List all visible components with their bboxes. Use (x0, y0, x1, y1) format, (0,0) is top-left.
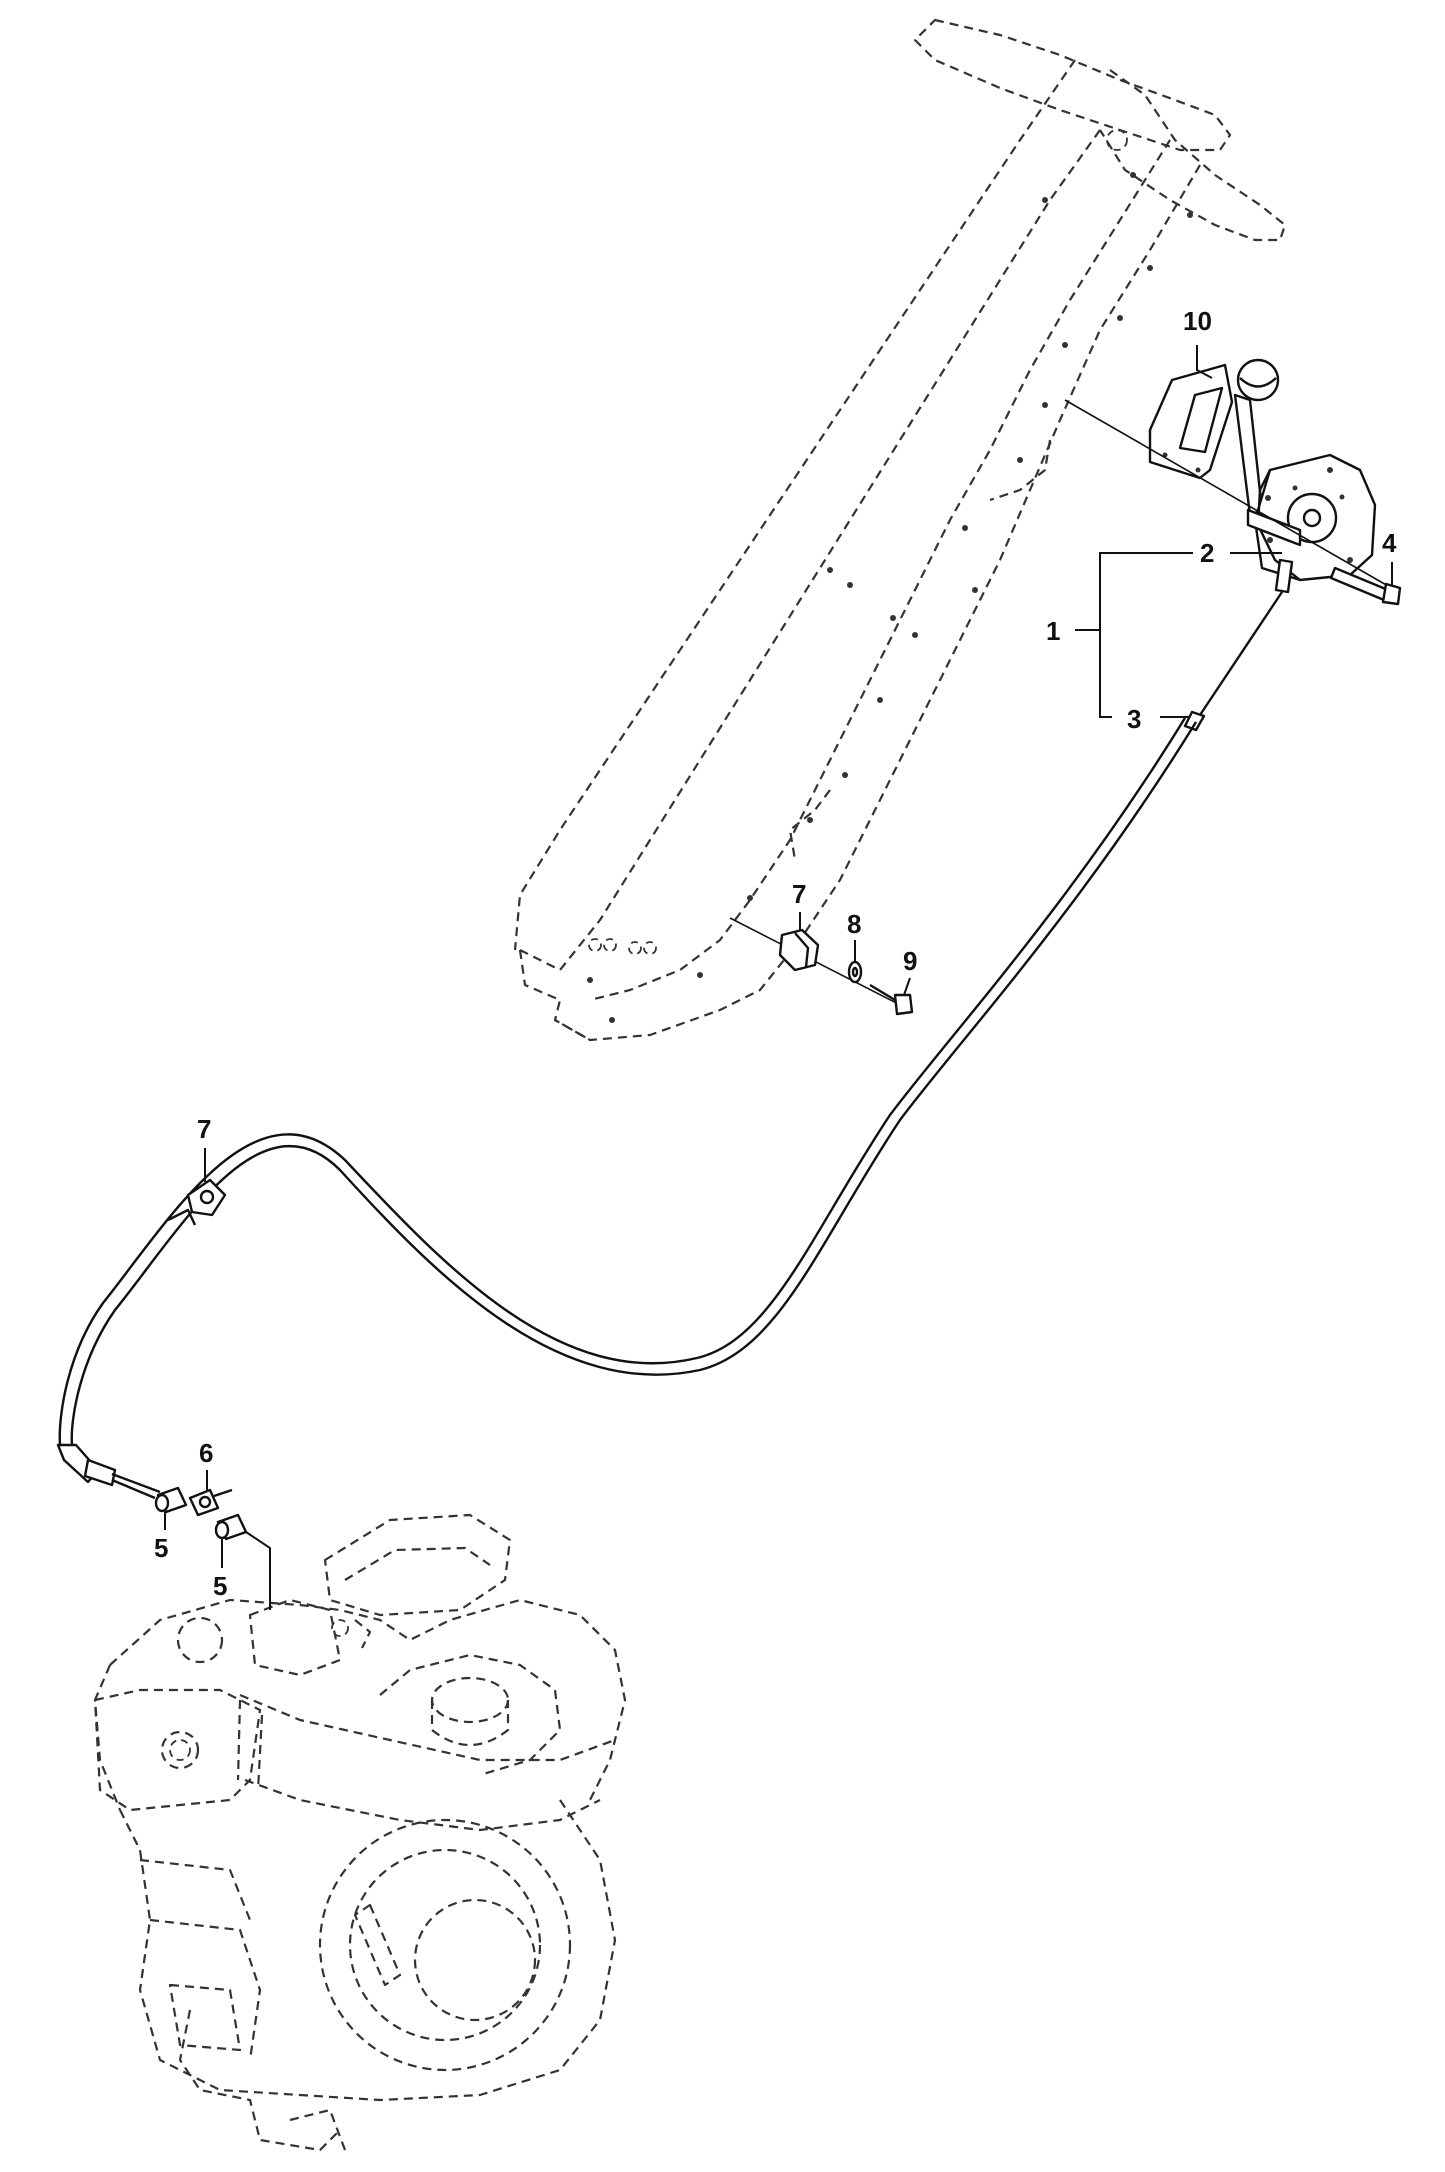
throttle-cable-part-3 (56, 591, 1283, 1500)
cable-clamp-part-7 (167, 1178, 227, 1226)
cable-stop-part-5b (214, 1513, 248, 1541)
throttle-lever-part-2 (1233, 358, 1377, 594)
callout-9: 9 (903, 946, 917, 976)
callout-7-nut: 7 (792, 879, 806, 909)
handle-frame-ghost (513, 18, 1287, 1042)
swivel-part-6 (188, 1488, 233, 1517)
callout-5-right: 5 (213, 1571, 227, 1601)
callout-3: 3 (1127, 704, 1141, 734)
leader-lines (164, 345, 1393, 1610)
callout-6: 6 (199, 1438, 213, 1468)
cable-stop-part-5a (154, 1486, 188, 1514)
callout-2: 2 (1200, 538, 1214, 568)
callout-10: 10 (1183, 306, 1212, 336)
bracket-part-10 (1148, 363, 1234, 480)
screw-part-4 (1329, 566, 1402, 606)
fastener-axis-line (729, 917, 911, 1011)
washer-part-8 (847, 960, 863, 984)
callout-7-clamp: 7 (197, 1114, 211, 1144)
callout-1: 1 (1046, 616, 1060, 646)
callout-5-left: 5 (154, 1533, 168, 1563)
assembly-axis-line (1064, 399, 1396, 591)
callout-labels: 10 2 4 1 3 7 8 9 7 6 5 5 (154, 306, 1397, 1601)
callout-4: 4 (1382, 528, 1397, 558)
callout-8: 8 (847, 909, 861, 939)
engine-ghost (93, 1513, 627, 2152)
nut-part-7 (778, 928, 820, 972)
